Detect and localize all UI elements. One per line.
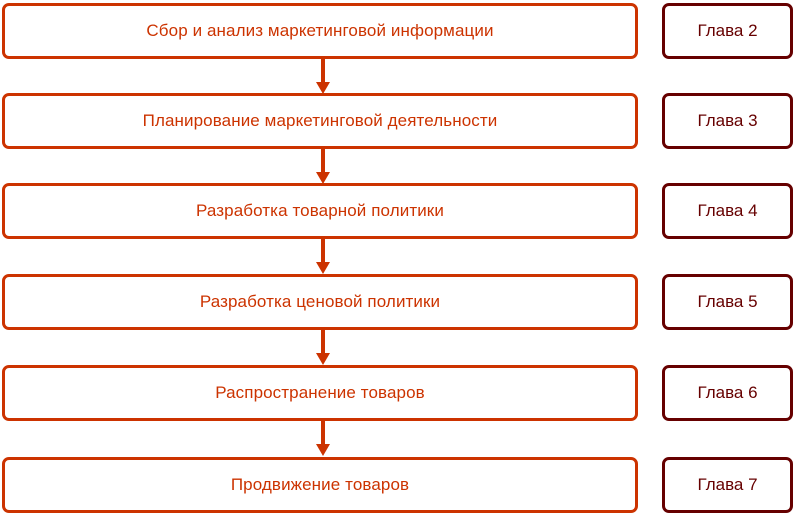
chapter-label-1: Глава 2	[697, 21, 758, 40]
stage-label-4: Разработка ценовой политики	[199, 292, 441, 311]
stage-box-6[interactable]: Продвижение товаров	[2, 457, 638, 513]
chapter-box-6[interactable]: Глава 7	[662, 457, 793, 513]
stage-label-5: Распространение товаров	[215, 383, 425, 402]
chapter-label-3: Глава 4	[697, 201, 758, 220]
flow-row-1: Сбор и анализ маркетинговой информации Г…	[0, 3, 800, 59]
arrow-down-icon-3	[313, 239, 333, 275]
chapter-box-3[interactable]: Глава 4	[662, 183, 793, 239]
stage-box-2[interactable]: Планирование маркетинговой деятельности	[2, 93, 638, 149]
chapter-box-1[interactable]: Глава 2	[662, 3, 793, 59]
flow-row-4: Разработка ценовой политики Глава 5	[0, 274, 800, 330]
stage-label-3: Разработка товарной политики	[196, 201, 444, 220]
stage-label-6: Продвижение товаров	[230, 475, 410, 494]
arrow-down-icon-2	[313, 149, 333, 185]
arrow-down-icon-4	[313, 330, 333, 366]
chapter-box-2[interactable]: Глава 3	[662, 93, 793, 149]
chapter-label-2: Глава 3	[697, 111, 758, 130]
stage-label-1: Сбор и анализ маркетинговой информации	[146, 21, 494, 40]
stage-box-3[interactable]: Разработка товарной политики	[2, 183, 638, 239]
stage-box-5[interactable]: Распространение товаров	[2, 365, 638, 421]
flow-row-2: Планирование маркетинговой деятельности …	[0, 93, 800, 149]
chapter-label-4: Глава 5	[697, 292, 758, 311]
flow-row-6: Продвижение товаров Глава 7	[0, 457, 800, 513]
chapter-box-5[interactable]: Глава 6	[662, 365, 793, 421]
stage-box-1[interactable]: Сбор и анализ маркетинговой информации	[2, 3, 638, 59]
chapter-box-4[interactable]: Глава 5	[662, 274, 793, 330]
stage-label-2: Планирование маркетинговой деятельности	[142, 111, 498, 130]
flow-row-5: Распространение товаров Глава 6	[0, 365, 800, 421]
arrow-down-icon-1	[313, 59, 333, 95]
chapter-label-6: Глава 7	[697, 475, 758, 494]
flow-row-3: Разработка товарной политики Глава 4	[0, 183, 800, 239]
arrow-down-icon-5	[313, 421, 333, 457]
stage-box-4[interactable]: Разработка ценовой политики	[2, 274, 638, 330]
chapter-label-5: Глава 6	[697, 383, 758, 402]
